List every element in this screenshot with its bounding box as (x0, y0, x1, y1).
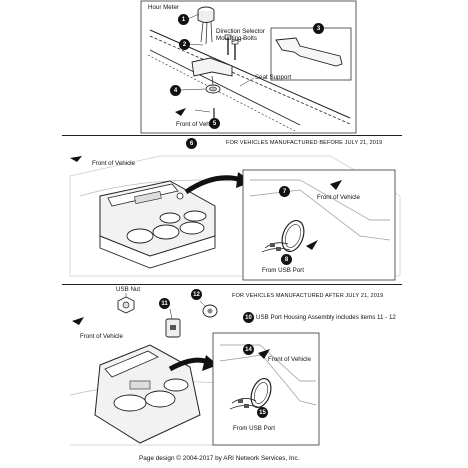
middle-diagram: FOR VEHICLES MANUFACTURED BEFORE JULY 21… (0, 136, 468, 284)
callout-5: 5 (209, 118, 220, 129)
section-divider-top (62, 135, 402, 136)
hour-meter-label: Hour Meter (148, 4, 179, 11)
callout-11: 11 (159, 298, 170, 309)
middle-diagram-illustration (69, 155, 401, 281)
bottom-diagram: FOR VEHICLES MANUFACTURED AFTER JULY 21,… (0, 285, 468, 453)
from-usb-port-label-middle: From USB Port (262, 267, 304, 274)
callout-12: 12 (191, 289, 202, 300)
front-of-vehicle-label-middle-inset: Front of Vehicle (317, 194, 360, 201)
section-header-after: FOR VEHICLES MANUFACTURED AFTER JULY 21,… (232, 293, 384, 299)
section-header-before: FOR VEHICLES MANUFACTURED BEFORE JULY 21… (226, 140, 383, 146)
front-of-vehicle-label-bottom-inset: Front of Vehicle (268, 356, 311, 363)
callout-3: 3 (313, 23, 324, 34)
callout-15: 15 (257, 407, 268, 418)
top-diagram: Hour Meter Direction Selector Mounting B… (0, 0, 468, 135)
front-of-vehicle-label-bottom-left: Front of Vehicle (80, 333, 123, 340)
usb-nut-label: USB Nut (116, 286, 141, 293)
callout-8: 8 (281, 254, 292, 265)
usb-port-housing-note: USB Port Housing Assembly includes items… (256, 314, 396, 321)
callout-4: 4 (170, 85, 181, 96)
callout-1: 1 (178, 14, 189, 25)
callout-2: 2 (179, 39, 190, 50)
top-diagram-illustration (140, 0, 357, 134)
callout-14: 14 (243, 344, 254, 355)
copyright-footer: Page design © 2004-2017 by ARI Network S… (139, 455, 300, 462)
seat-support-label: Seat Support (255, 74, 292, 81)
callout-10: 10 (243, 312, 254, 323)
from-usb-port-label-bottom: From USB Port (233, 425, 275, 432)
direction-selector-label: Direction Selector (216, 28, 265, 35)
mounting-bolts-label: Mounting Bolts (216, 35, 257, 42)
section-divider-bottom (62, 284, 402, 285)
bottom-diagram-illustration (69, 293, 320, 446)
callout-6: 6 (186, 138, 197, 149)
front-of-vehicle-label-top: Front of Vehicle (176, 121, 219, 128)
front-of-vehicle-label-middle-left: Front of Vehicle (92, 160, 135, 167)
callout-7: 7 (279, 186, 290, 197)
